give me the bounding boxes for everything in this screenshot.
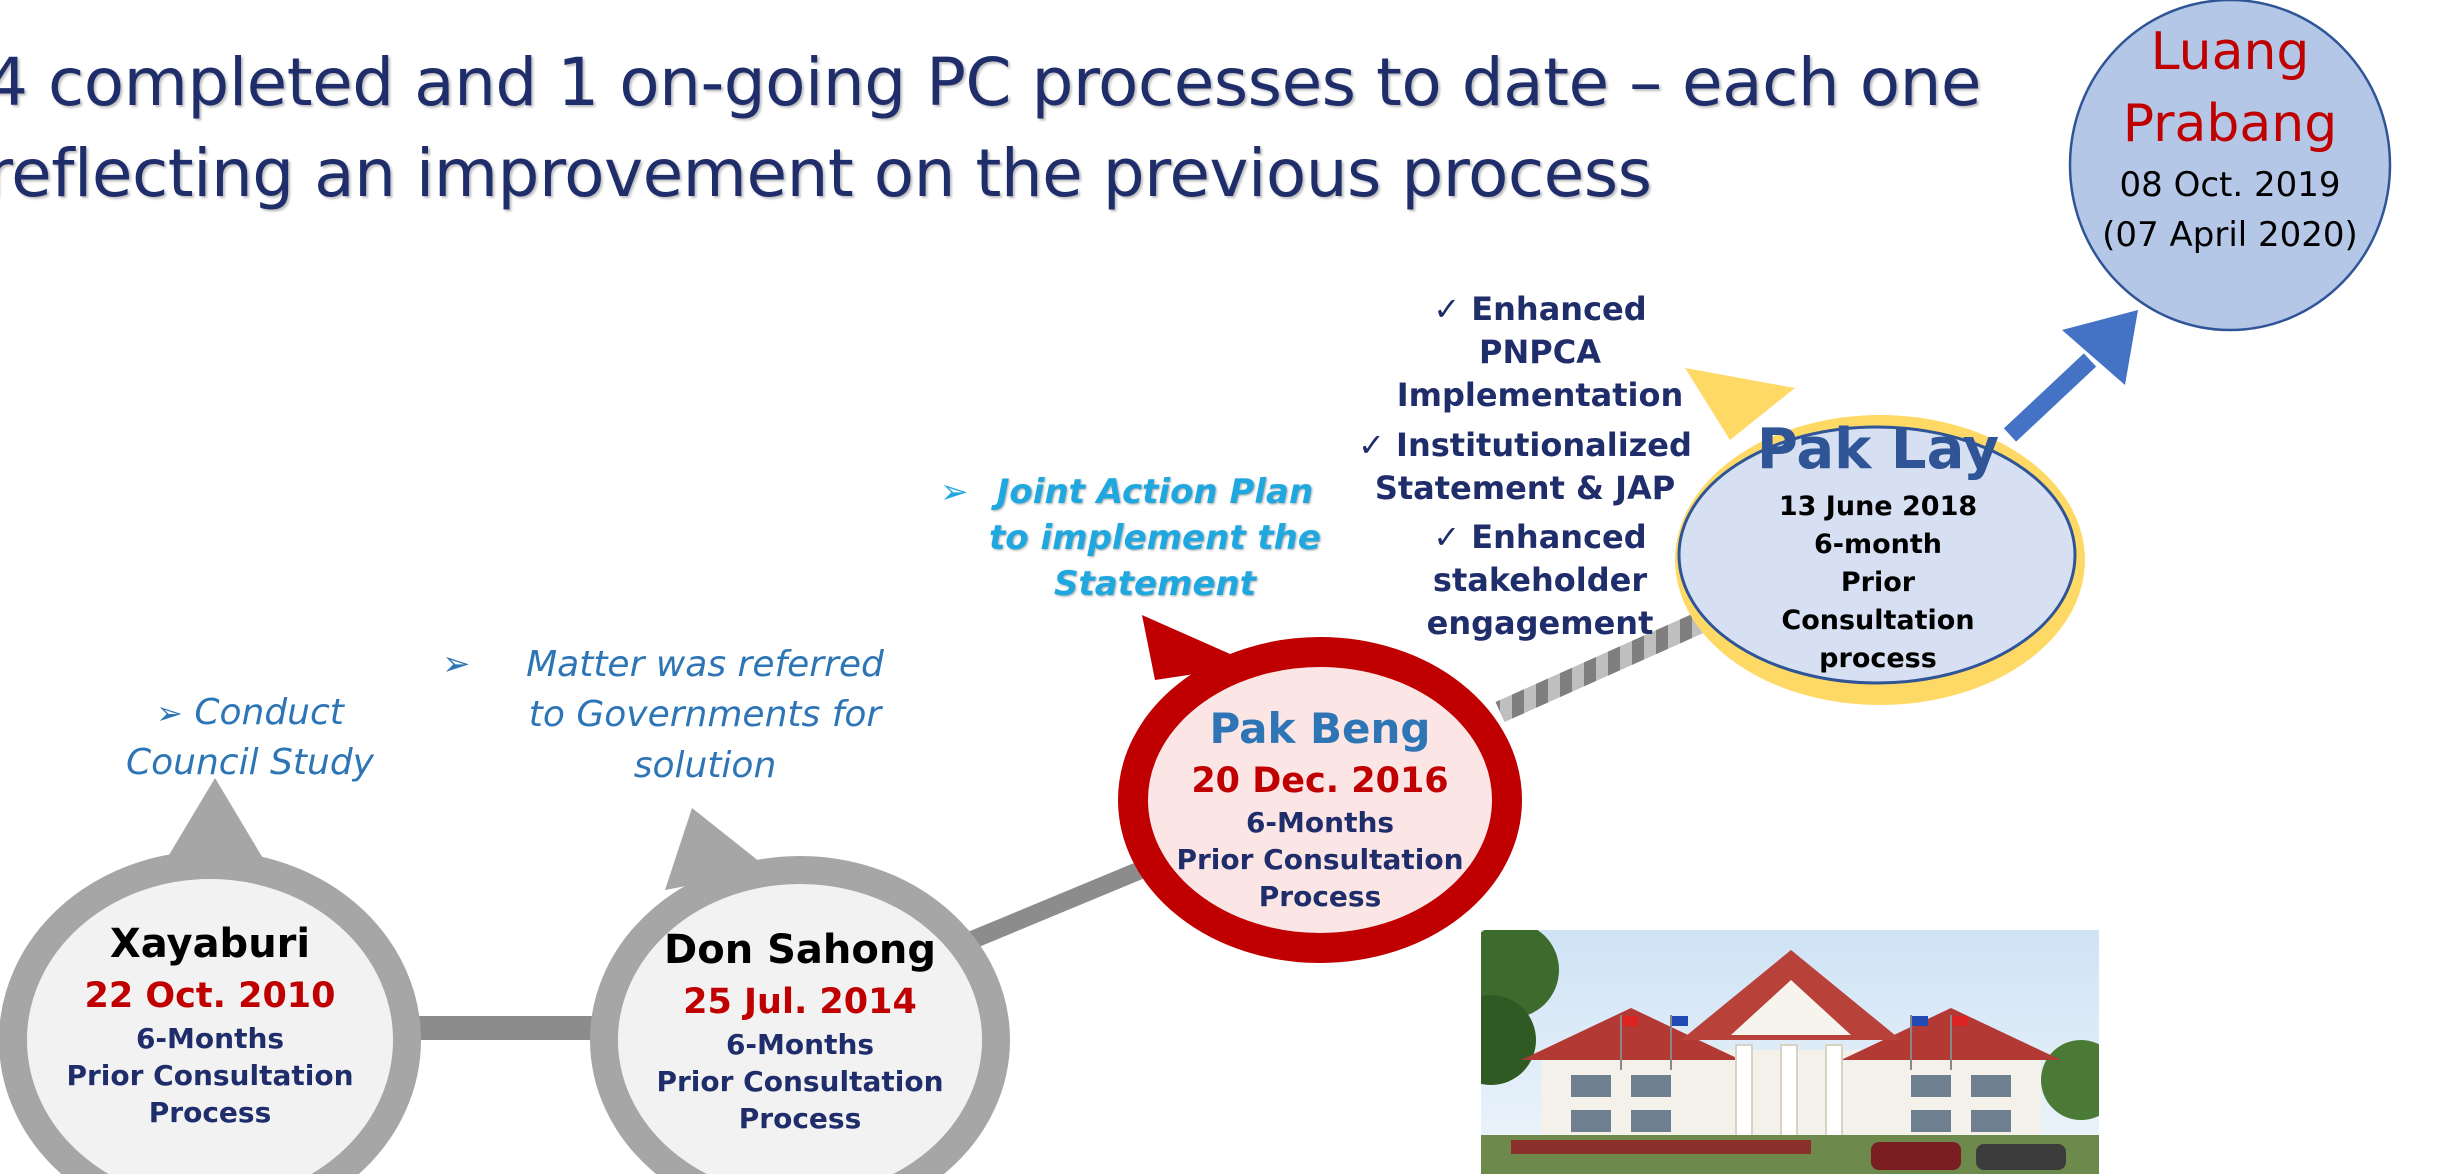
node-name-line-2: Prabang <box>2122 94 2338 154</box>
paklay-label: Pak Lay 13 June 2018 6-month Prior Consu… <box>1700 412 2056 678</box>
node-date: 20 Dec. 2016 <box>1191 761 1449 801</box>
improvement-text: Enhanced <box>1471 290 1647 328</box>
node-detail: Prior Consultation <box>656 1065 944 1098</box>
improvement-text: Statement & JAP <box>1374 469 1676 508</box>
node-name-line-1: Luang <box>2150 22 2310 82</box>
node-detail: Process <box>1258 880 1382 913</box>
improvement-text: Implementation <box>1396 376 1684 415</box>
improvement-text: stakeholder <box>1432 561 1648 600</box>
node-detail: 6-Months <box>135 1022 285 1055</box>
node-name: Don Sahong <box>664 927 936 973</box>
connector-donsahong-pakbeng <box>956 853 1164 954</box>
improvement-line: ✓ Enhanced <box>1390 288 1690 331</box>
callout-text: Conduct <box>194 692 344 733</box>
node-detail: 6-Months <box>725 1028 875 1061</box>
paklay-callout-pointer <box>1685 368 1795 440</box>
improvement-item-3: ✓ Enhanced stakeholder engagement <box>1390 516 1690 646</box>
node-detail: Process <box>148 1096 272 1129</box>
mrc-building-photo <box>1481 930 2099 1174</box>
node-detail: Prior Consultation <box>66 1059 354 1092</box>
node-name: Xayaburi <box>109 921 311 967</box>
callout-text: Council Study <box>126 742 374 784</box>
callout-joint-action-plan: Joint Action Plan to implement the State… <box>980 470 1330 608</box>
slide-title-line-2: reflecting an improvement on the previou… <box>0 135 1652 212</box>
node-name: Pak Beng <box>1209 704 1431 753</box>
improvement-text: Institutionalized <box>1396 426 1692 464</box>
node-detail: process <box>1819 643 1937 674</box>
improvement-text: Enhanced <box>1471 518 1647 556</box>
xayaburi-node <box>0 851 421 1174</box>
checkmark-icon: ✓ <box>1358 426 1385 464</box>
checkmark-icon: ✓ <box>1433 290 1461 328</box>
slide-title-line-1: 4 completed and 1 on-going PC processes … <box>0 44 1982 121</box>
callout-text: to implement the <box>989 517 1321 558</box>
callout-text: solution <box>633 744 777 786</box>
node-detail: Process <box>738 1102 862 1135</box>
node-detail: 6-Months <box>1245 806 1395 839</box>
callout-line: ➢ Conduct <box>100 688 400 738</box>
pakbeng-node <box>1118 637 1522 963</box>
improvement-text: PNPCA <box>1479 333 1601 372</box>
luang-prabang-node <box>2068 0 2392 332</box>
improvement-item-1: ✓ Enhanced PNPCA Implementation <box>1390 288 1690 418</box>
donsahong-label: Don Sahong 25 Jul. 2014 6-Months Prior C… <box>620 922 980 1137</box>
pakbeng-label: Pak Beng 20 Dec. 2016 6-Months Prior Con… <box>1150 700 1490 915</box>
callout-text: to Governments for <box>528 694 882 736</box>
node-date-revised: (07 April 2020) <box>2102 215 2358 255</box>
luang-prabang-label: Luang Prabang 08 Oct. 2019 (07 April 202… <box>2080 16 2380 260</box>
callout-text: Joint Action Plan <box>996 472 1314 512</box>
node-name: Pak Lay <box>1756 417 2000 482</box>
node-detail: Prior Consultation <box>1176 843 1464 876</box>
building-illustration <box>1481 930 2099 1174</box>
arrowhead-icon <box>2062 310 2138 385</box>
node-date: 13 June 2018 <box>1778 491 1978 522</box>
callout-governments: Matter was referred to Governments for s… <box>500 640 910 791</box>
callout-text: Statement <box>1054 563 1256 604</box>
improvement-line: ✓ Institutionalized <box>1355 424 1695 467</box>
xayaburi-callout-pointer <box>160 778 270 870</box>
node-detail: 6-month <box>1813 529 1943 560</box>
callout-text: Matter was referred <box>526 644 884 685</box>
arrowhead-bullet-icon: ➢ <box>442 645 471 683</box>
connector-pakbeng-paklay <box>1495 607 1715 723</box>
improvement-item-2: ✓ Institutionalized Statement & JAP <box>1355 424 1695 510</box>
arrow-to-luang-prabang <box>2003 353 2097 442</box>
donsahong-node <box>590 856 1010 1174</box>
improvement-line: ✓ Enhanced <box>1390 516 1690 559</box>
callout-council-study: ➢ Conduct Council Study <box>100 688 400 789</box>
node-detail: Consultation <box>1781 605 1975 636</box>
connector-xayaburi-donsahong <box>400 1016 610 1040</box>
arrowhead-bullet-icon: ➢ <box>156 694 183 732</box>
node-date: 25 Jul. 2014 <box>683 982 917 1022</box>
xayaburi-label: Xayaburi 22 Oct. 2010 6-Months Prior Con… <box>30 916 390 1131</box>
paklay-node <box>1677 425 2077 685</box>
checkmark-icon: ✓ <box>1433 518 1461 556</box>
node-date: 08 Oct. 2019 <box>2119 165 2341 205</box>
node-detail: Prior <box>1840 567 1916 598</box>
node-date: 22 Oct. 2010 <box>84 976 336 1016</box>
arrowhead-bullet-icon: ➢ <box>940 473 969 511</box>
improvement-text: engagement <box>1426 604 1654 643</box>
